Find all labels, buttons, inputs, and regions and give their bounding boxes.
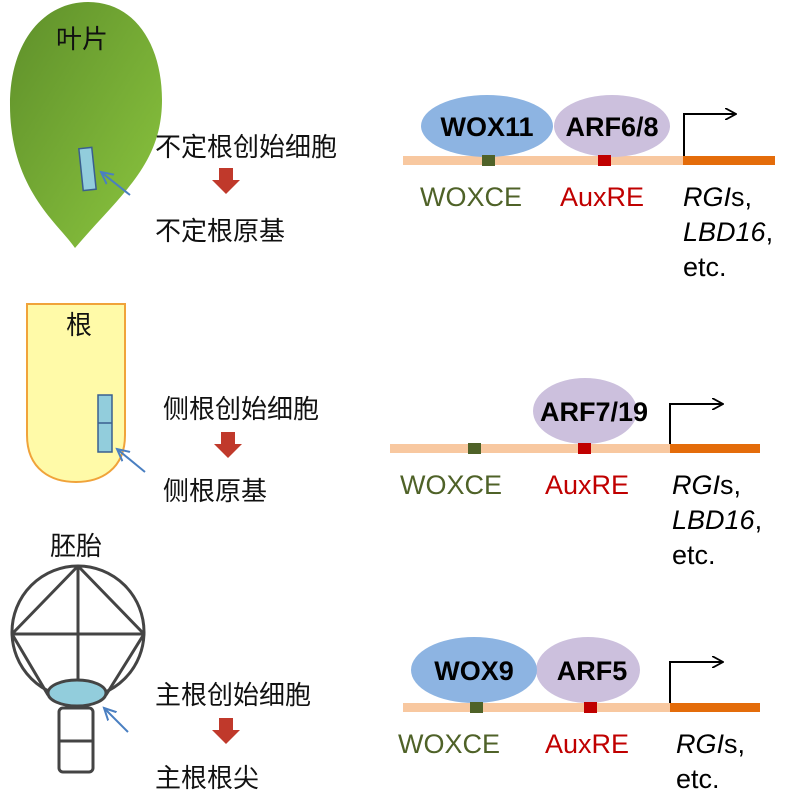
initial-cell-label: 不定根创始细胞 [155,133,337,163]
woxce-label: WOXCE [400,470,502,500]
woxce-site [482,155,495,166]
factor-wox9: WOX9 [434,656,514,686]
auxre-label: AuxRE [545,470,629,500]
embryo-drawing [10,564,146,774]
row-adventitious-root: 叶片 不定根创始细胞 不定根原基 WOX11 ARF6/8 WOXCE AuxR… [10,2,775,282]
auxre-label: AuxRE [560,182,644,212]
down-arrow-icon [212,168,240,194]
target-etc: etc. [672,540,716,570]
tss-arrow-icon [669,662,722,703]
auxre-label: AuxRE [545,729,629,759]
auxre-site [578,443,591,454]
auxre-site [584,702,597,713]
founder-cell [78,146,97,192]
founder-cell [46,678,108,708]
arf-ellipse [533,378,637,444]
promoter-bar [390,444,672,453]
woxce-site [468,443,481,454]
target-etc: etc. [676,764,720,794]
tss-arrow-icon [683,114,735,156]
factor-arf6-8: ARF6/8 [565,112,658,142]
organ-label-leaf: 叶片 [56,25,108,55]
factor-wox11: WOX11 [440,112,533,142]
pointer-arrow-icon [117,449,146,473]
result-label: 不定根原基 [155,217,285,247]
promoter-bar [403,156,685,165]
row-primary-root: 胚胎 主根创始细胞 主根根尖 WOX9 ARF5 WOXCE AuxRE RGI… [10,532,760,794]
target-lbd16: LBD16, [672,505,762,535]
down-arrow-icon [214,432,242,458]
organ-label-embryo: 胚胎 [50,532,102,562]
target-lbd16: LBD16, [683,217,773,247]
row-lateral-root: 根 侧根创始细胞 侧根原基 ARF7/19 WOXCE AuxRE RGIs, … [26,303,762,570]
pointer-arrow-icon [101,172,131,196]
gene-bar [670,703,760,712]
result-label: 主根根尖 [155,764,259,794]
target-rgis: RGIs, [676,729,745,759]
tss-arrow-icon [669,404,722,444]
down-arrow-icon [212,718,240,744]
wox-ellipse [421,95,553,157]
organ-label-root: 根 [66,311,92,341]
target-rgis: RGIs, [683,182,752,212]
woxce-site [470,702,483,713]
target-rgis: RGIs, [672,470,741,500]
wox-ellipse [411,637,537,703]
initial-cell-label: 主根创始细胞 [155,681,311,711]
promoter-bar [403,703,672,712]
factor-arf7-19: ARF7/19 [540,397,648,427]
result-label: 侧根原基 [163,477,267,507]
gene-bar [670,444,760,453]
leaf-shape [10,2,162,248]
initial-cell-label: 侧根创始细胞 [163,395,319,425]
factor-arf5: ARF5 [557,656,628,686]
arf-ellipse [554,95,670,157]
auxre-site [598,155,611,166]
pointer-arrow-icon [104,708,129,733]
woxce-label: WOXCE [420,182,522,212]
gene-bar [683,156,775,165]
woxce-label: WOXCE [398,729,500,759]
target-etc: etc. [683,252,727,282]
arf-ellipse [536,637,640,703]
